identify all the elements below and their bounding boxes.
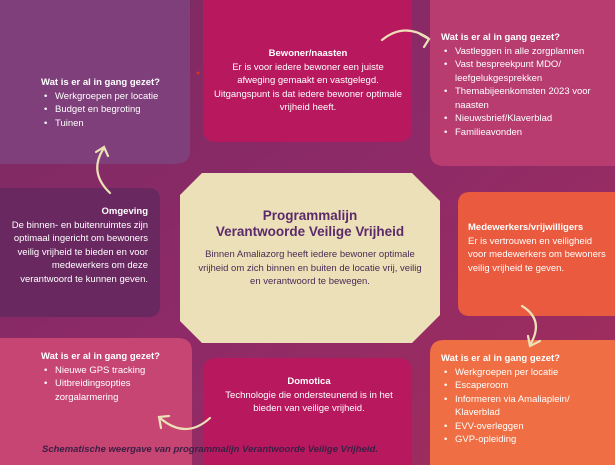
box-title: Omgeving	[101, 206, 148, 217]
list-item: Nieuwsbrief/Klaverblad	[441, 112, 611, 126]
box-title: Wat is er al in gang gezet?	[441, 32, 560, 43]
list-item: Nieuwe GPS tracking	[41, 364, 186, 378]
box-text: Technologie die ondersteunend is in het …	[225, 389, 393, 415]
box-top-right-actions: Wat is er al in gang gezet? Vastleggen i…	[441, 31, 611, 139]
center-octagon	[180, 173, 440, 343]
list-item: Werkgroepen per locatie	[441, 366, 611, 380]
list-item: Budget en begroting	[41, 103, 186, 117]
center-title-line2: Verantwoorde Veilige Vrijheid	[215, 224, 405, 239]
panel-left-mid	[0, 188, 160, 317]
arrow-left-up	[96, 146, 112, 195]
panel-right-mid	[458, 192, 615, 316]
list-item: GVP-opleiding	[441, 433, 611, 447]
list-item: Uitbreidingsopties zorgalarmering	[41, 377, 186, 404]
list-item: Escaperoom	[441, 379, 611, 393]
list-item: Vast bespreekpunt MDO/ leefgelukgesprekk…	[441, 58, 611, 85]
box-text: De binnen- en buitenruimtes zijn optimaa…	[11, 219, 148, 285]
list-item: Familieavonden	[441, 126, 611, 140]
list-item: Themabijeenkomsten 2023 voor naasten	[441, 85, 611, 112]
center-panel: Programmalijn Verantwoorde Veilige Vrijh…	[196, 208, 424, 289]
box-title: Wat is er al in gang gezet?	[41, 77, 160, 88]
center-title-line1: Programmalijn	[262, 208, 358, 223]
box-title: Wat is er al in gang gezet?	[41, 351, 160, 362]
box-title: Medewerkers/vrijwilligers	[468, 222, 584, 233]
box-bewoner-naasten: Bewoner/naasten Er is voor iedere bewone…	[212, 47, 404, 115]
center-text: Binnen Amaliazorg heeft iedere bewoner o…	[198, 249, 422, 287]
decorative-dot: ●	[196, 70, 201, 77]
box-omgeving: Omgeving De binnen- en buitenruimtes zij…	[6, 205, 148, 286]
arrow-right-down	[520, 304, 538, 347]
box-text: Er is vertrouwen en veiligheid voor mede…	[468, 235, 606, 274]
panel-top-center	[203, 0, 412, 142]
list-item: EVV-overleggen	[441, 420, 611, 434]
panel-bottom-center	[203, 358, 412, 465]
box-title: Wat is er al in gang gezet?	[441, 353, 560, 364]
list-item: Informeren via Amaliaplein/ Klaverblad	[441, 393, 611, 420]
figure-caption: Schematische weergave van programmalijn …	[42, 444, 378, 455]
box-title: Domotica	[287, 376, 331, 387]
box-top-left-actions: Wat is er al in gang gezet? Werkgroepen …	[41, 76, 186, 130]
list-item: Vastleggen in alle zorgplannen	[441, 45, 611, 59]
list-item: Tuinen	[41, 117, 186, 131]
box-title: Bewoner/naasten	[268, 48, 348, 59]
box-domotica: Domotica Technologie die ondersteunend i…	[218, 375, 400, 416]
box-bottom-left-actions: Wat is er al in gang gezet? Nieuwe GPS t…	[41, 350, 186, 404]
box-text: Er is voor iedere bewoner een juiste afw…	[213, 61, 402, 114]
list-item: Werkgroepen per locatie	[41, 90, 186, 104]
arrow-bottom-left	[158, 416, 212, 431]
box-medewerkers-vrijwilligers: Medewerkers/vrijwilligers Er is vertrouw…	[468, 221, 606, 275]
box-bottom-right-actions: Wat is er al in gang gezet? Werkgroepen …	[441, 352, 611, 447]
